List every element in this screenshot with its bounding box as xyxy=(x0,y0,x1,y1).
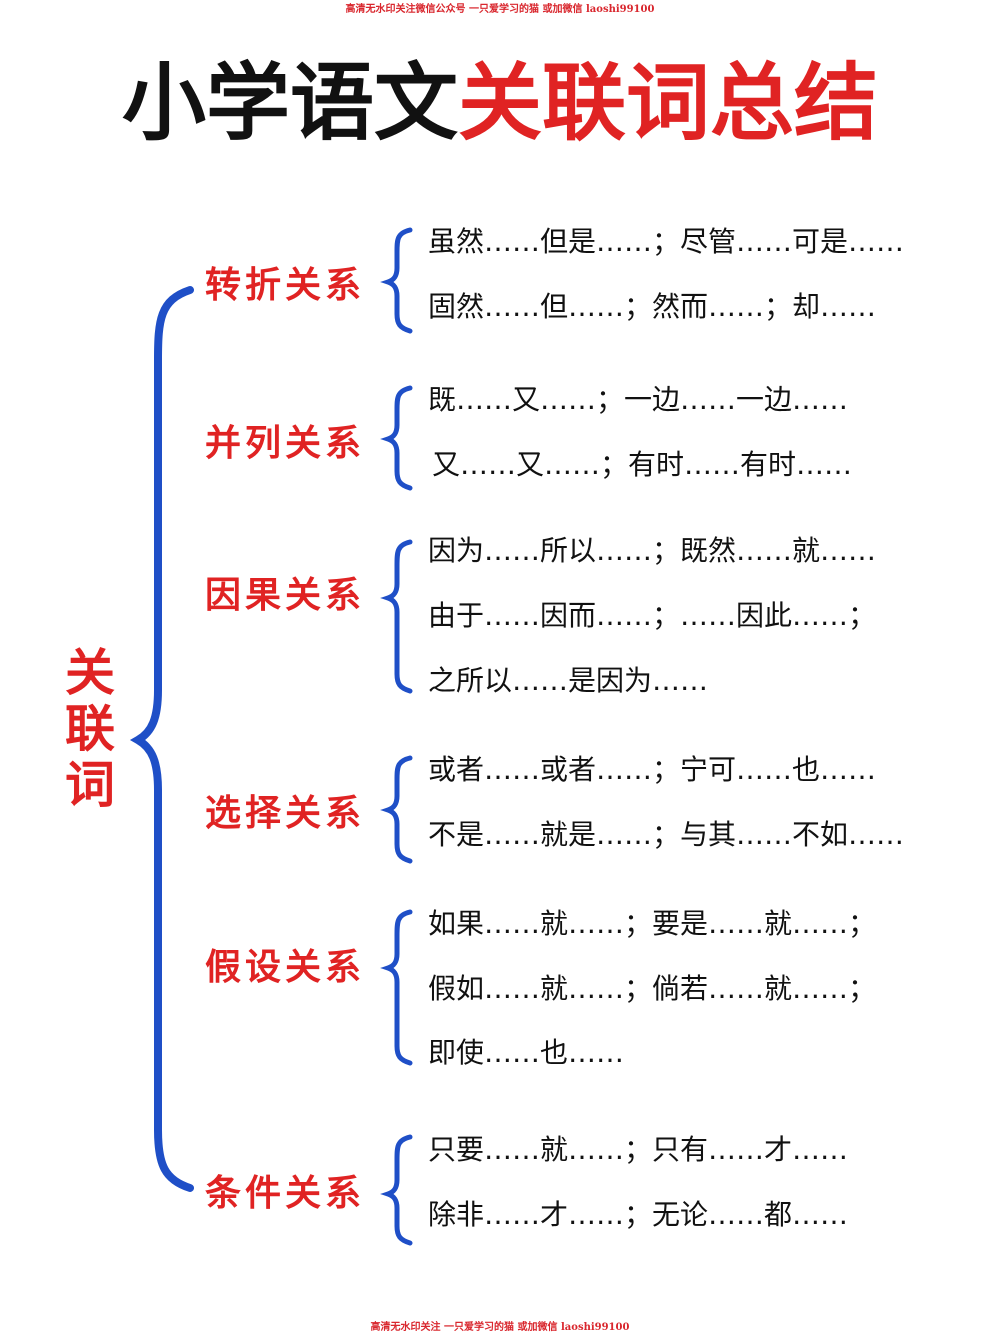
list-item: 或者……或者……；宁可……也…… xyxy=(428,753,877,786)
list-item: 如果……就……；要是……就……； xyxy=(428,907,877,940)
title-part-1: 小学语文 xyxy=(121,53,458,152)
root-char: 词 xyxy=(65,755,115,814)
page-title: 小学语文关联词总结 xyxy=(0,48,1000,158)
category-binglie: 并列关系 xyxy=(205,422,366,464)
list-item: 即使……也…… xyxy=(428,1036,625,1069)
list-item: 只要……就……；只有……才…… xyxy=(428,1133,849,1166)
list-item: 既……又……；一边……一边…… xyxy=(428,383,849,416)
category-xuanze: 选择关系 xyxy=(205,792,366,834)
list-item: 固然……但……；然而……；却…… xyxy=(428,290,877,323)
watermark-bottom: 高清无水印关注 一只爱学习的猫 或加微信 laoshi99100 xyxy=(370,1322,630,1333)
main-brace xyxy=(129,286,194,1192)
brace-tiaojian xyxy=(380,1134,413,1246)
brace-jiashe xyxy=(380,909,413,1066)
list-item: 又……又……；有时……有时…… xyxy=(432,448,853,481)
root-label: 关 联 词 xyxy=(60,645,120,813)
list-item: 不是……就是……；与其……不如…… xyxy=(428,818,905,851)
brace-yinguo xyxy=(380,539,413,694)
list-item: 假如……就……；倘若……就……； xyxy=(428,972,877,1005)
brace-xuanze xyxy=(380,755,413,864)
brace-binglie xyxy=(380,385,413,491)
root-char: 联 xyxy=(65,699,115,758)
category-yinguo: 因果关系 xyxy=(205,574,366,616)
brace-zhuanzhe xyxy=(380,227,413,334)
list-item: 除非……才……；无论……都…… xyxy=(428,1198,849,1231)
list-item: 因为……所以……；既然……就…… xyxy=(428,534,877,567)
list-item: 由于……因而……；……因此……； xyxy=(428,599,877,632)
watermark-top: 高清无水印关注微信公众号 一只爱学习的猫 或加微信 laoshi99100 xyxy=(345,4,655,15)
list-item: 之所以……是因为…… xyxy=(428,664,709,697)
category-jiashe: 假设关系 xyxy=(205,946,366,988)
category-zhuanzhe: 转折关系 xyxy=(205,264,366,306)
list-item: 虽然……但是……；尽管……可是…… xyxy=(428,225,905,258)
category-tiaojian: 条件关系 xyxy=(205,1172,366,1214)
root-char: 关 xyxy=(65,643,115,702)
title-part-2: 关联词总结 xyxy=(458,53,879,152)
